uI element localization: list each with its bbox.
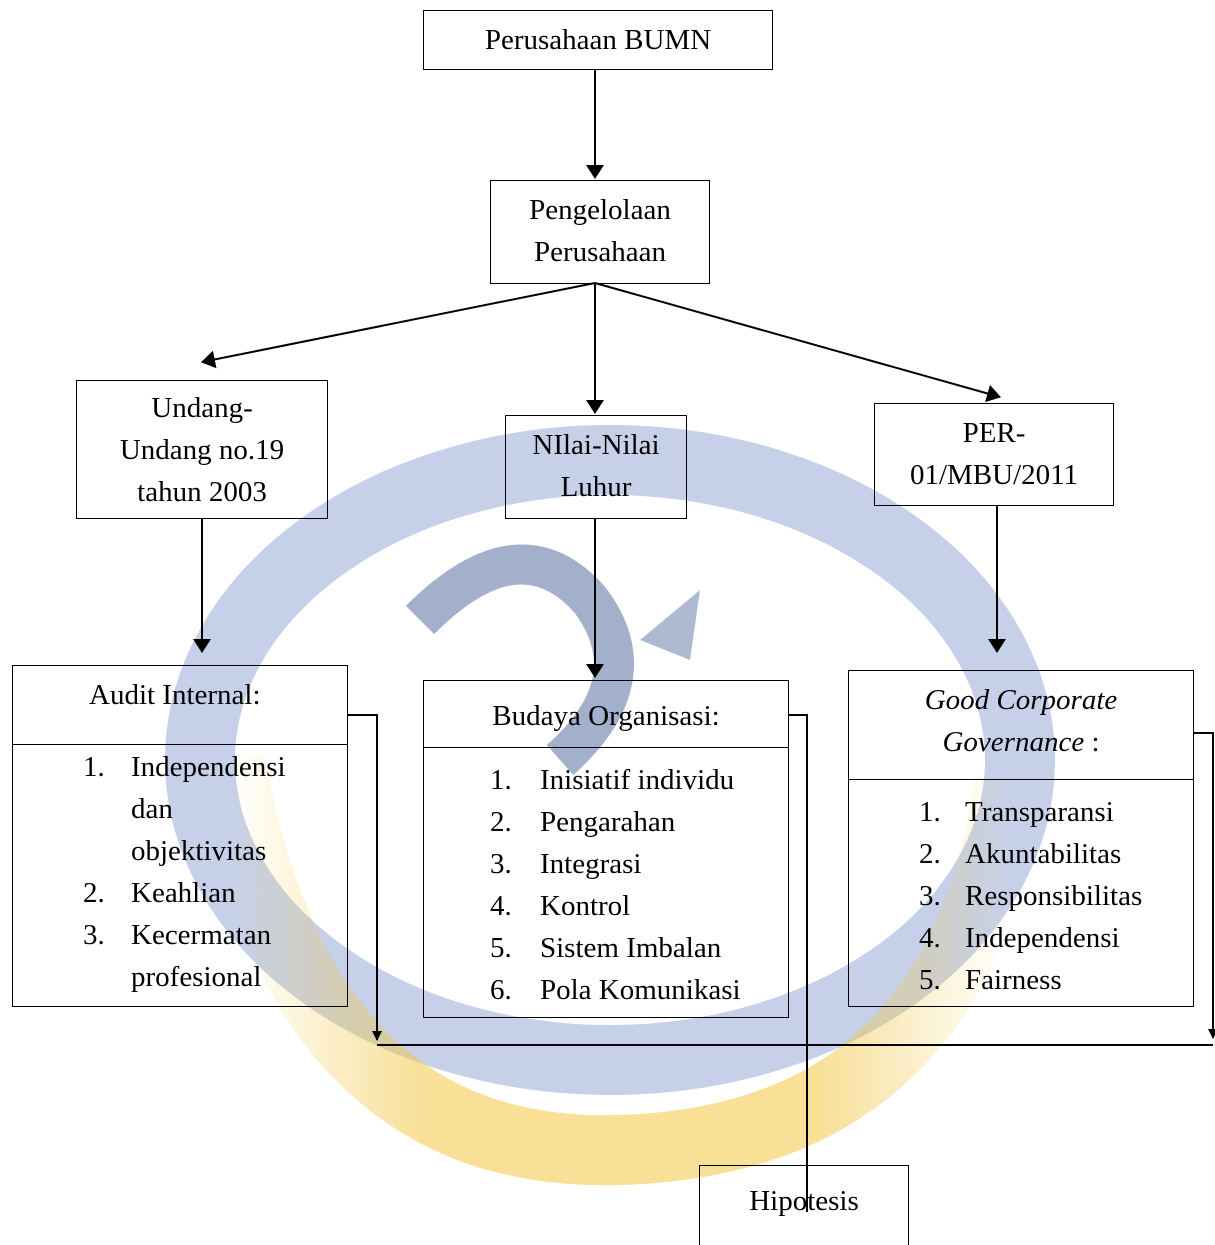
gcg-list: 1. Transparansi 2. Akuntabilitas 3. Resp… — [849, 791, 1193, 1001]
list-item: 5. Sistem Imbalan — [424, 927, 788, 969]
audit-title: Audit Internal: — [89, 679, 261, 711]
list-item: 6. Pola Komunikasi — [424, 969, 788, 1011]
budaya-list: 1. Inisiatif individu 2. Pengarahan 3. I… — [424, 759, 788, 1011]
label-per-1: PER- — [962, 417, 1026, 449]
audit-list: 1. Independensi dan objektivitas 2. Keah… — [13, 746, 347, 998]
audit-item-1-num: 1. — [83, 751, 105, 783]
line-audit-out — [347, 714, 378, 815]
box-undang-undang: Undang- Undang no.19 tahun 2003 — [76, 380, 328, 519]
gcg-title-line-2: Governance : — [849, 721, 1193, 763]
label-undang-3: tahun 2003 — [137, 476, 267, 508]
box-hipotesis: Hipotesis — [699, 1165, 909, 1245]
label-pengelolaan-2: Perusahaan — [533, 236, 667, 268]
gcg-title-colon: : — [1084, 726, 1100, 758]
audit-divider — [13, 744, 347, 745]
box-per-mbu: PER- 01/MBU/2011 — [874, 403, 1114, 506]
budaya-item-2-num: 2. — [490, 806, 512, 838]
budaya-item-6-num: 6. — [490, 974, 512, 1006]
label-nilai-2: Luhur — [560, 471, 632, 503]
list-item: 5. Fairness — [849, 959, 1193, 1001]
label-perusahaan-bumn: Perusahaan BUMN — [484, 24, 712, 56]
budaya-divider — [424, 747, 788, 748]
list-item: 3. Kecermatan profesional — [13, 914, 347, 998]
audit-item-1-line-3: objektivitas — [131, 835, 267, 867]
label-nilai-1: NIlai-Nilai — [532, 429, 660, 461]
line-gcg-out — [1193, 732, 1214, 800]
gcg-divider — [849, 779, 1193, 780]
budaya-item-2-text: Pengarahan — [540, 806, 676, 838]
budaya-item-5-num: 5. — [490, 932, 512, 964]
list-item: 2. Akuntabilitas — [849, 833, 1193, 875]
box-perusahaan-bumn: Perusahaan BUMN — [423, 10, 773, 70]
audit-item-3-line-1: Kecermatan — [131, 919, 272, 951]
box-good-corporate-governance: Good Corporate Governance : 1. Transpara… — [848, 670, 1194, 1007]
box-audit-internal: Audit Internal: 1. Independensi dan obje… — [12, 665, 348, 1007]
gcg-item-4-num: 4. — [919, 922, 941, 954]
audit-item-2-num: 2. — [83, 877, 105, 909]
list-item: 1. Independensi dan objektivitas — [13, 746, 347, 872]
budaya-title: Budaya Organisasi: — [492, 700, 720, 732]
list-item: 1. Transparansi — [849, 791, 1193, 833]
gcg-item-3-text: Responsibilitas — [965, 880, 1143, 912]
budaya-item-1-num: 1. — [490, 764, 512, 796]
box-nilai-nilai-luhur: NIlai-Nilai Luhur — [505, 415, 687, 519]
budaya-item-3-text: Integrasi — [540, 848, 642, 880]
budaya-item-4-text: Kontrol — [540, 890, 631, 922]
arrow-pengelolaan-per — [594, 282, 1001, 403]
gcg-title: Good Corporate Governance : — [849, 679, 1193, 763]
audit-item-1-line-2: dan — [131, 793, 173, 825]
budaya-item-5-text: Sistem Imbalan — [540, 932, 722, 964]
audit-item-3-line-2: profesional — [131, 961, 262, 993]
gcg-item-1-num: 1. — [919, 796, 941, 828]
gcg-item-4-text: Independensi — [965, 922, 1120, 954]
budaya-item-4-num: 4. — [490, 890, 512, 922]
label-undang-1: Undang- — [151, 392, 253, 424]
gcg-title-governance: Governance — [942, 726, 1085, 758]
arrow-pengelolaan-undang — [201, 282, 596, 369]
audit-item-2-line-1: Keahlian — [131, 877, 236, 909]
label-per-2: 01/MBU/2011 — [909, 459, 1079, 491]
label-pengelolaan-1: Pengelolaan — [529, 194, 671, 226]
list-item: 3. Integrasi — [424, 843, 788, 885]
gcg-title-line-1: Good Corporate — [924, 684, 1118, 716]
label-undang-2: Undang no.19 — [119, 434, 285, 466]
list-item: 2. Pengarahan — [424, 801, 788, 843]
gcg-item-2-text: Akuntabilitas — [965, 838, 1122, 870]
gcg-item-2-num: 2. — [919, 838, 941, 870]
budaya-item-6-text: Pola Komunikasi — [540, 974, 741, 1006]
audit-item-1-line-1: Independensi — [131, 751, 286, 783]
list-item: 1. Inisiatif individu — [424, 759, 788, 801]
list-item: 2. Keahlian — [13, 872, 347, 914]
budaya-item-3-num: 3. — [490, 848, 512, 880]
gcg-item-1-text: Transparansi — [965, 796, 1114, 828]
box-budaya-organisasi: Budaya Organisasi: 1. Inisiatif individu… — [423, 680, 789, 1018]
label-hipotesis: Hipotesis — [749, 1185, 859, 1217]
gcg-item-3-num: 3. — [919, 880, 941, 912]
gcg-item-5-num: 5. — [919, 964, 941, 996]
box-pengelolaan-perusahaan: Pengelolaan Perusahaan — [490, 180, 710, 284]
list-item: 3. Responsibilitas — [849, 875, 1193, 917]
audit-item-3-num: 3. — [83, 919, 105, 951]
list-item: 4. Kontrol — [424, 885, 788, 927]
budaya-item-1-text: Inisiatif individu — [540, 764, 735, 796]
line-budaya-out — [788, 714, 808, 1212]
list-item: 4. Independensi — [849, 917, 1193, 959]
gcg-item-5-text: Fairness — [965, 964, 1062, 996]
